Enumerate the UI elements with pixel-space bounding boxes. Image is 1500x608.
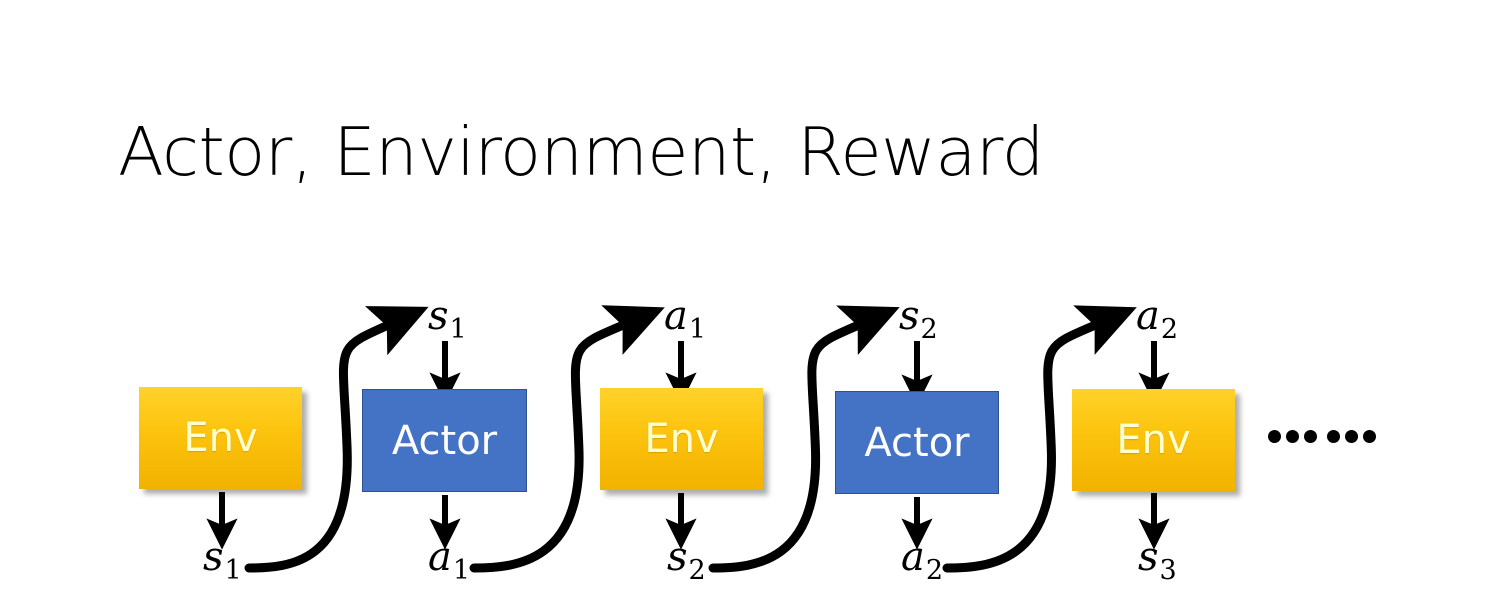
- ellipsis-icon: [1268, 430, 1376, 443]
- curve-a2-to-env-3: [942, 305, 1137, 573]
- curve-a1-to-env-2: [469, 305, 665, 573]
- state-action-label-bot-a1: a1: [428, 534, 471, 586]
- state-action-label-bot-s3: s3: [1138, 534, 1177, 586]
- node-label-env-1: Env: [183, 415, 258, 461]
- node-box-env-2[interactable]: Env: [600, 388, 763, 490]
- page-title: Actor, Environment, Reward: [118, 113, 1044, 191]
- node-box-env-3[interactable]: Env: [1072, 389, 1235, 491]
- curve-s1-to-actor-1: [244, 306, 429, 573]
- ellipsis-dot: [1304, 430, 1317, 443]
- curved-arrow-group: [244, 305, 1137, 573]
- node-label-env-3: Env: [1116, 417, 1191, 463]
- vertical-arrow-group: [206, 341, 1170, 550]
- state-action-label-top-a1: a1: [664, 293, 707, 345]
- node-box-actor-1[interactable]: Actor: [362, 389, 527, 492]
- state-action-label-bot-s2: s2: [667, 534, 706, 586]
- state-action-label-top-s2: s2: [899, 293, 938, 345]
- ellipsis-dot: [1286, 430, 1299, 443]
- curve-s2-to-actor-2: [708, 305, 900, 573]
- node-label-actor-2: Actor: [864, 419, 970, 466]
- node-box-env-1[interactable]: Env: [139, 387, 302, 489]
- state-action-label-bot-a2: a2: [901, 534, 944, 586]
- state-action-label-bot-s1: s1: [203, 534, 242, 586]
- ellipsis-dot: [1363, 430, 1376, 443]
- ellipsis-dot: [1327, 430, 1340, 443]
- node-label-env-2: Env: [644, 416, 719, 462]
- state-action-label-top-s1: s1: [428, 293, 467, 345]
- node-box-actor-2[interactable]: Actor: [835, 391, 999, 494]
- node-label-actor-1: Actor: [391, 417, 498, 464]
- ellipsis-dot: [1345, 430, 1358, 443]
- ellipsis-dot: [1268, 430, 1281, 443]
- state-action-label-top-a2: a2: [1136, 293, 1179, 345]
